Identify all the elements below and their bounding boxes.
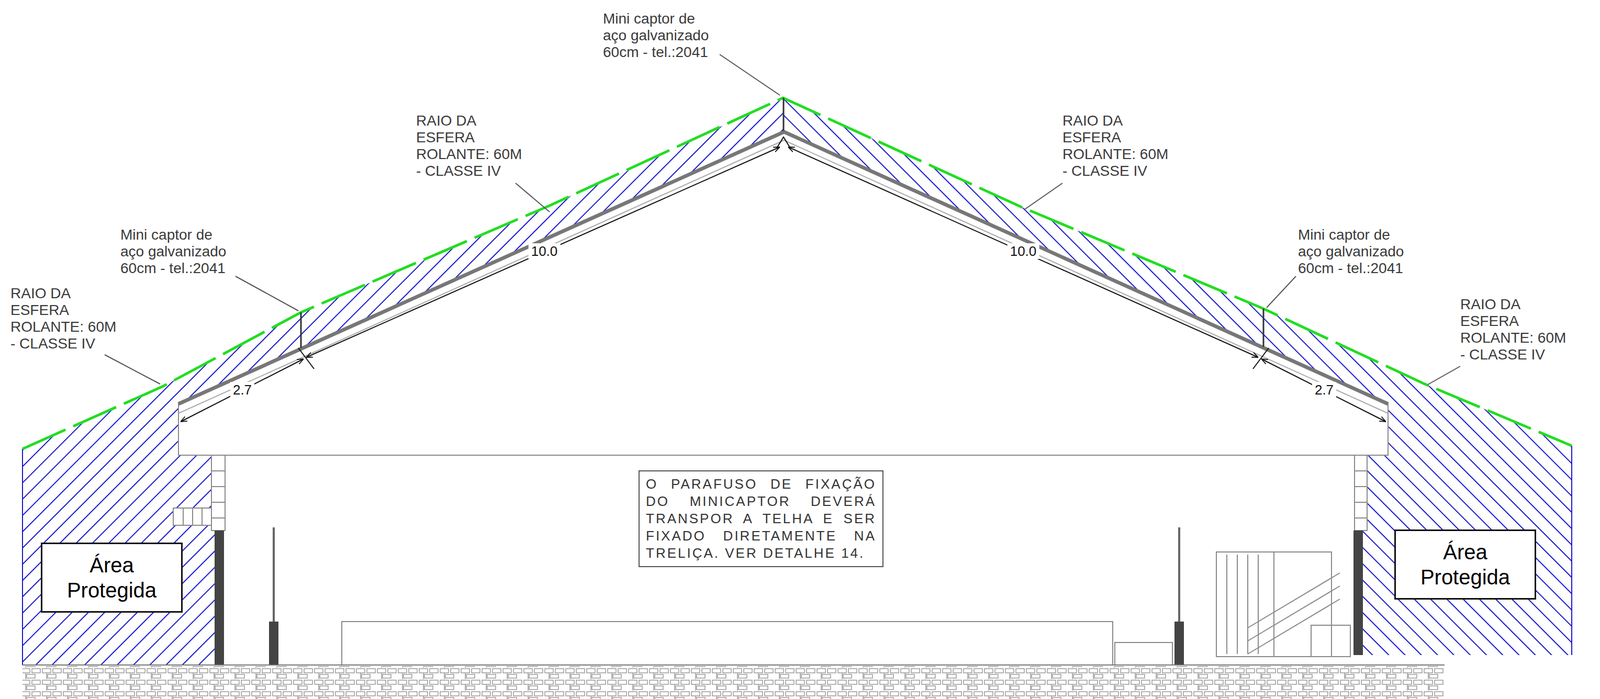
building-roof [178,130,1389,456]
protected-area-box: Área Protegida [40,542,183,613]
protected-area-box-text: Área Protegida [58,552,166,603]
wall [214,530,225,666]
wall [1353,530,1363,656]
column-marks [211,471,226,519]
dimension-tick [298,348,315,369]
protected-area-box: Área Protegida [1394,529,1537,600]
pole [1178,527,1181,623]
dimension-line [1261,359,1386,422]
pole-base [1174,621,1184,666]
wall-column [211,455,226,531]
note-box-text: O PARAFUSO DE FIXAÇÃO DO MINICAPTOR DEVE… [645,475,877,563]
zone-edge [1571,445,1573,656]
dimension-label: 10.0 [528,243,561,260]
wall-block [1114,642,1173,666]
leader-line [1427,366,1461,385]
interior-platform [341,621,1113,666]
pole-base [269,621,279,666]
callout-label: Mini captor de aço galvanizado 60cm - te… [120,226,233,277]
leader-lines [104,54,1461,385]
dimension-tick [1252,348,1269,369]
callout-label: RAIO DA ESFERA ROLANTE: 60M - CLASSE IV [10,285,121,353]
roof-slab [178,131,1389,405]
pole [272,527,275,623]
roof-underside [784,140,1389,414]
protected-area-box-text: Área Protegida [1411,539,1519,590]
air-terminal [300,312,302,349]
dimension-tick [776,137,791,149]
dimension-label: 2.7 [230,382,255,398]
callout-label: RAIO DA ESFERA ROLANTE: 60M - CLASSE IV [416,112,527,180]
leader-line [719,54,780,96]
air-terminal [1262,308,1265,348]
dimension-line [306,147,780,358]
floor-line [22,664,1445,666]
callout-label: RAIO DA ESFERA ROLANTE: 60M - CLASSE IV [1460,296,1571,364]
dimension-line [180,359,304,422]
gate [1216,552,1351,657]
air-terminal [782,97,785,131]
roof-underside [178,140,785,414]
column-marks [1354,471,1368,519]
callout-label: Mini captor de aço galvanizado 60cm - te… [1298,226,1411,277]
note-box: O PARAFUSO DE FIXAÇÃO DO MINICAPTOR DEVE… [638,470,884,568]
dimension-line [788,147,1259,358]
wall-column [1354,455,1368,531]
zone-edge [21,449,24,666]
window-block [173,508,212,526]
leader-line [515,183,550,212]
leader-line [104,354,161,385]
dimension-label: 2.7 [1312,382,1337,398]
leader-line [1266,276,1296,308]
window-block-bars [183,508,203,526]
leader-line [1024,183,1063,210]
dimension-label: 10.0 [1007,243,1040,260]
ground-pattern [22,666,1445,699]
callout-label: Mini captor de aço galvanizado 60cm - te… [602,10,716,61]
leader-line [235,276,299,311]
callout-label: RAIO DA ESFERA ROLANTE: 60M - CLASSE IV [1062,112,1173,180]
